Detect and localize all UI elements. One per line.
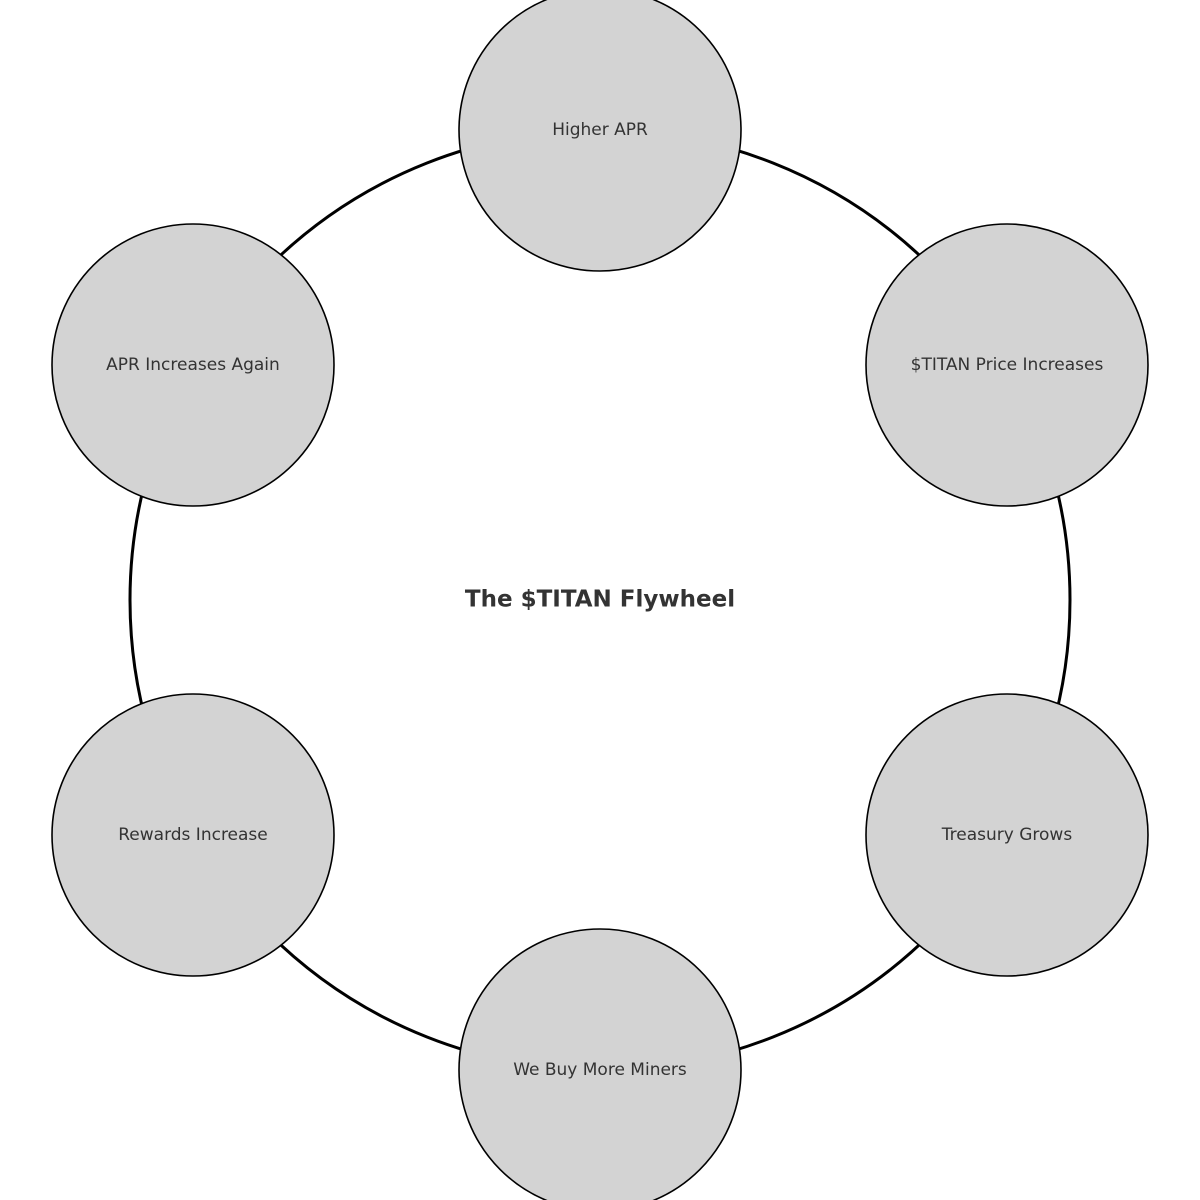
flywheel-node: We Buy More Miners xyxy=(458,928,742,1200)
flywheel-node-label: We Buy More Miners xyxy=(513,1060,687,1080)
flywheel-node-circle xyxy=(458,0,742,272)
flywheel-node: Treasury Grows xyxy=(865,693,1149,977)
flywheel-title: The $TITAN Flywheel xyxy=(465,587,735,613)
flywheel-node: APR Increases Again xyxy=(51,223,335,507)
flywheel-node-circle xyxy=(51,223,335,507)
flywheel-node-label: Treasury Grows xyxy=(941,825,1073,845)
flywheel-node: Rewards Increase xyxy=(51,693,335,977)
flywheel-node-circle xyxy=(458,928,742,1200)
flywheel-node-label: Rewards Increase xyxy=(118,825,268,845)
flywheel-node-circle xyxy=(865,223,1149,507)
flywheel-node-label: Higher APR xyxy=(552,120,648,140)
flywheel-node: Higher APR xyxy=(458,0,742,272)
flywheel-node-label: APR Increases Again xyxy=(106,355,280,375)
flywheel-node-label: $TITAN Price Increases xyxy=(911,355,1104,375)
flywheel-node-circle xyxy=(51,693,335,977)
flywheel-node-circle xyxy=(865,693,1149,977)
flywheel-nodes: Higher APR $TITAN Price IncreasesTreasury… xyxy=(51,0,1149,1200)
flywheel-node: $TITAN Price Increases xyxy=(865,223,1149,507)
